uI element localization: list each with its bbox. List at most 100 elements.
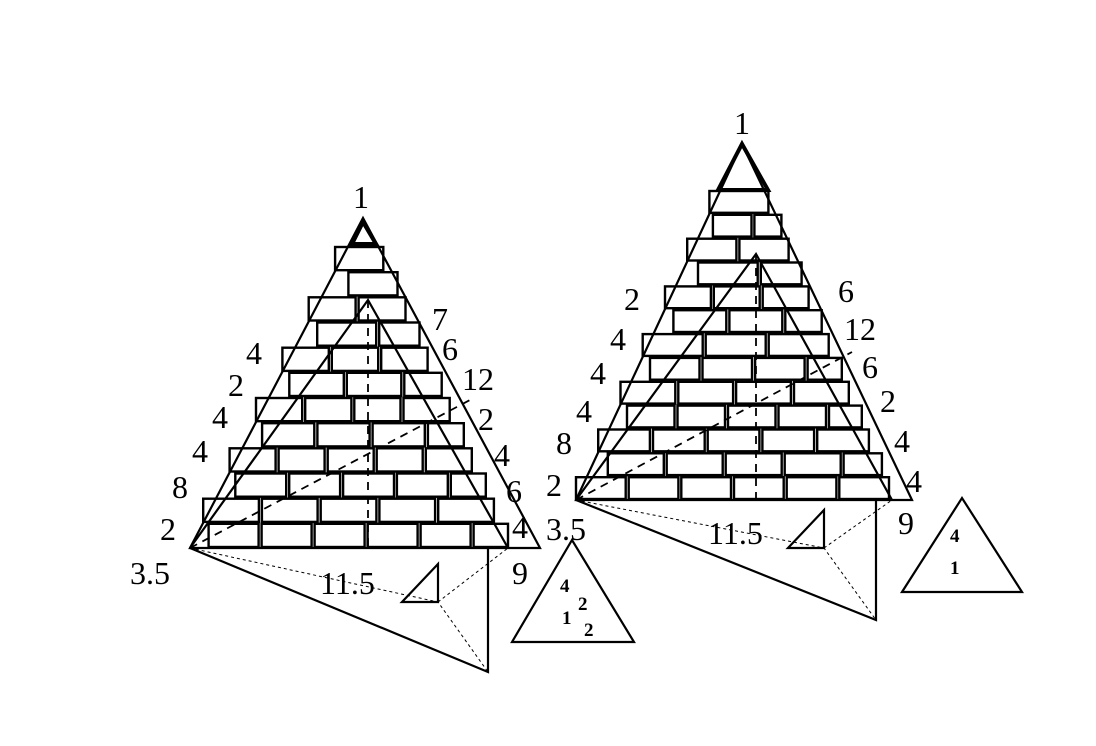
brick bbox=[402, 396, 451, 423]
brick bbox=[288, 371, 345, 398]
brick bbox=[234, 472, 288, 498]
right-pyramid-base-prism bbox=[575, 498, 878, 622]
brick bbox=[449, 472, 487, 498]
brick bbox=[641, 332, 704, 358]
brick bbox=[734, 380, 793, 405]
right-edge-label: 4 bbox=[894, 423, 910, 459]
brick bbox=[816, 428, 871, 453]
right-small-triangle bbox=[899, 495, 1025, 594]
left-pyramid-base-prism bbox=[189, 546, 490, 674]
right-edge-label: 4 bbox=[512, 509, 528, 545]
left-edge-label: 2 bbox=[228, 367, 244, 403]
brick bbox=[648, 356, 701, 381]
right-edge-label: 6 bbox=[838, 273, 854, 309]
right-edge-label: 12 bbox=[462, 361, 494, 397]
brick bbox=[277, 447, 326, 473]
left-small-triangle bbox=[510, 537, 636, 644]
brick bbox=[696, 261, 759, 286]
brick bbox=[260, 522, 313, 549]
brick bbox=[201, 497, 261, 524]
brick bbox=[625, 404, 676, 429]
left-edge-label: 2 bbox=[624, 281, 640, 317]
brick bbox=[663, 285, 713, 310]
left-base-right-label: 9 bbox=[512, 555, 528, 591]
brick bbox=[753, 356, 806, 381]
left-pyramid-outer-outline bbox=[188, 215, 542, 550]
brick bbox=[333, 245, 385, 272]
left-pyramid-dashed-diagonal bbox=[189, 399, 471, 549]
left-edge-label: 4 bbox=[192, 433, 208, 469]
brick bbox=[357, 296, 407, 322]
brick bbox=[784, 309, 823, 334]
right-edge-label: 2 bbox=[478, 401, 494, 437]
right-base-mid-label: 11.5 bbox=[708, 515, 763, 551]
brick bbox=[316, 321, 378, 347]
right-base-left-label: 3.5 bbox=[546, 511, 586, 547]
brick bbox=[761, 428, 816, 453]
right-edge-label: 12 bbox=[844, 311, 876, 347]
brick bbox=[281, 346, 330, 373]
left-small-triangle-label: 4 bbox=[560, 576, 570, 597]
brick bbox=[676, 404, 727, 429]
brick bbox=[701, 356, 754, 381]
brick bbox=[732, 476, 785, 501]
brick bbox=[378, 497, 437, 524]
brick bbox=[424, 447, 473, 473]
left-edge-label: 4 bbox=[590, 355, 606, 391]
brick bbox=[472, 522, 510, 549]
right-pyramid-apex-cap bbox=[714, 139, 772, 192]
brick bbox=[759, 261, 803, 286]
brick bbox=[665, 452, 724, 477]
brick bbox=[706, 428, 761, 453]
brick bbox=[777, 404, 828, 429]
brick bbox=[785, 476, 838, 501]
left-edge-label: 4 bbox=[246, 335, 262, 371]
left-edge-label: 4 bbox=[610, 321, 626, 357]
brick bbox=[419, 522, 472, 549]
right-pyramid: 4 1 1 2 4 4 4 8 2 6 12 6 2 4 4 3.5 11.5 … bbox=[546, 105, 1025, 622]
brick bbox=[260, 497, 319, 524]
brick bbox=[724, 452, 783, 477]
brick bbox=[319, 497, 378, 524]
brick bbox=[842, 452, 884, 477]
left-edge-label: 2 bbox=[546, 467, 562, 503]
brick bbox=[606, 452, 665, 477]
brick bbox=[792, 380, 850, 405]
brick bbox=[426, 422, 465, 448]
left-edge-label: 4 bbox=[576, 393, 592, 429]
brick bbox=[726, 404, 777, 429]
right-pyramid-outer-outline bbox=[574, 141, 914, 502]
left-small-triangle-label: 1 bbox=[562, 608, 572, 629]
left-edge-label: 8 bbox=[172, 469, 188, 505]
right-small-triangle-label: 4 bbox=[950, 526, 960, 547]
brick bbox=[597, 428, 652, 453]
brick bbox=[326, 447, 375, 473]
brick bbox=[207, 522, 260, 549]
brick bbox=[353, 396, 402, 423]
brick bbox=[288, 472, 342, 498]
right-pyramid-dashed-diagonal bbox=[575, 351, 853, 501]
right-edge-label: 6 bbox=[862, 349, 878, 385]
left-pyramid-bricks bbox=[201, 245, 510, 549]
brick bbox=[619, 380, 677, 405]
right-pyramid-base-triangle bbox=[785, 507, 826, 550]
left-apex-label: 1 bbox=[353, 179, 369, 215]
brick bbox=[375, 447, 424, 473]
left-small-triangle-label: 2 bbox=[584, 620, 594, 641]
left-edge-label: 4 bbox=[212, 399, 228, 435]
brick bbox=[712, 285, 761, 310]
brick bbox=[395, 472, 449, 498]
brick bbox=[738, 237, 790, 262]
brick bbox=[677, 380, 735, 405]
left-base-mid-label: 11.5 bbox=[320, 565, 375, 601]
left-pyramid-base-triangle bbox=[399, 561, 440, 604]
brick bbox=[254, 396, 304, 423]
brick bbox=[767, 332, 830, 358]
brick bbox=[680, 476, 733, 501]
brick bbox=[783, 452, 842, 477]
right-small-triangle-label: 1 bbox=[950, 558, 960, 579]
right-edge-label: 6 bbox=[442, 331, 458, 367]
left-base-left-label: 3.5 bbox=[130, 555, 170, 591]
left-small-triangle-label: 2 bbox=[578, 594, 588, 615]
